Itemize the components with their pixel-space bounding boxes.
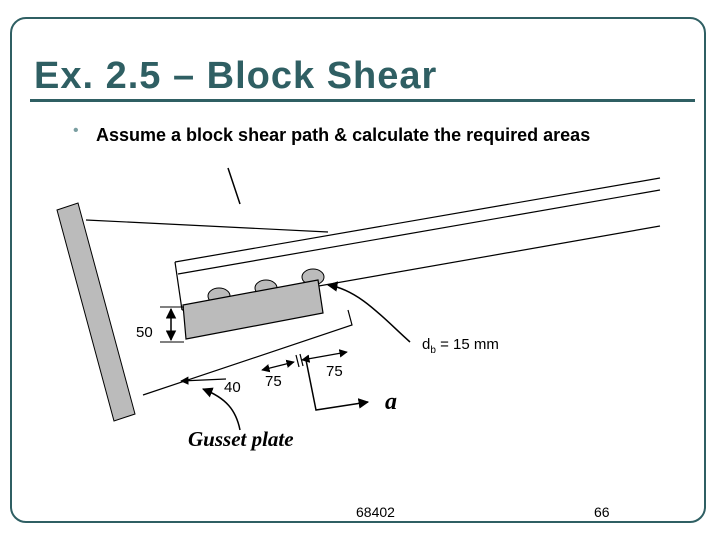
dim-40-label: 40 — [224, 379, 241, 396]
support-wall — [56, 202, 136, 422]
section-label-a: a — [385, 389, 397, 415]
shear-block — [182, 279, 324, 340]
slide-title: Ex. 2.5 – Block Shear — [34, 55, 438, 97]
gusset-plate-label: Gusset plate — [188, 427, 294, 451]
gusset-leader — [202, 387, 241, 431]
footer-code: 68402 — [356, 504, 395, 520]
gusset-plate-outline — [85, 219, 329, 233]
bottom-dimensions: 40 75 75 — [180, 349, 348, 396]
db-symbol: d — [422, 336, 430, 353]
section-marker-a: a — [305, 359, 397, 415]
db-leader — [326, 281, 411, 343]
bullet-icon: • — [73, 122, 79, 139]
dim-50-label: 50 — [136, 324, 153, 341]
page-number: 66 — [594, 504, 610, 520]
db-label: db = 15 mm — [422, 336, 499, 356]
angle-member — [174, 177, 661, 311]
db-value: = 15 mm — [436, 336, 499, 353]
bullet-text: Assume a block shear path & calculate th… — [96, 125, 591, 145]
db-subscript: b — [430, 345, 436, 356]
dimension-50: 50 — [136, 306, 184, 343]
title-underline — [30, 99, 695, 102]
dim-75-label-2: 75 — [326, 363, 343, 380]
leader-line-top — [227, 167, 241, 205]
slide-frame — [10, 17, 706, 523]
dim-75-label-1: 75 — [265, 373, 282, 390]
gusset-plate-bottom — [142, 309, 353, 396]
